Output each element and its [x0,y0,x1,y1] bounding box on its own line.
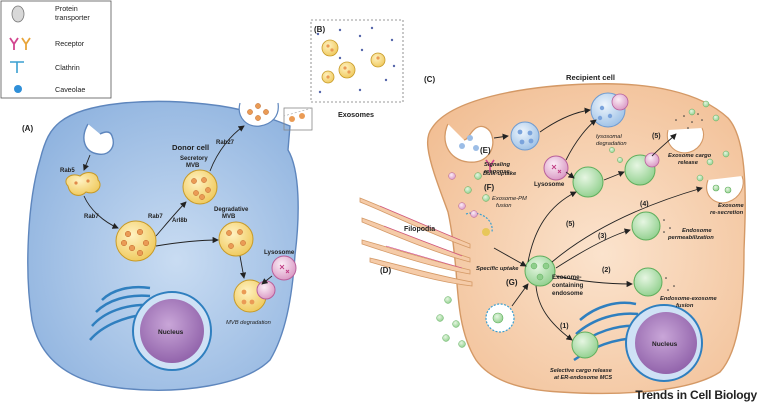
recipient-arrows [493,107,703,341]
donor-mvb [115,220,157,262]
panel-a-label: (A) [22,124,33,133]
donor-lysosome [271,255,297,281]
panel-b-label: (B) [314,25,325,34]
signaling-receptor [485,159,495,172]
recipient-permeabilized-endosome [631,211,661,241]
filopodia-label: Filopodia [404,226,435,233]
donor-nucleus-label: Nucleus [158,329,184,336]
legend-protein-transporter-line2: transporter [55,13,90,22]
recipient-cell: Recipient cell (C) Bulk-uptake lysosomal… [359,73,746,395]
donor-secretory-mvb [182,169,218,205]
panel-g-label: (G) [506,278,518,287]
recipient-green-endosome-a [572,166,604,198]
filopodia [359,197,473,287]
panel-d-label: (D) [380,266,391,275]
donor-early-endosome [65,172,101,196]
exosomes-panel: (B) Exosomes [283,19,404,119]
arl8b-label: Arl8b [172,218,188,224]
clathrin-icon [10,61,24,73]
donor-cell: (A) Donor cell Rab5 Rab7 Rab7 Rab27 Arl8… [22,100,313,391]
legend-receptor: Receptor [55,39,85,48]
panel-f-label: (F) [484,183,495,192]
exosome-zoom-box [283,107,313,131]
legend-caveolae: Caveolae [55,85,85,94]
recipient-nucleus-label: Nucleus [652,341,678,348]
route-5-label-lower: (5) [566,221,575,228]
recipient-green-endosome-c [571,331,599,359]
donor-secretion-pocket [238,102,279,127]
donor-degradative-mvb [218,221,254,257]
rab7-label-mid: Rab7 [148,214,163,220]
rab7-label-left: Rab7 [84,214,99,220]
route-1-label: (1) [560,323,569,330]
recipient-cell-title: Recipient cell [566,73,615,82]
rab5-label: Rab5 [60,168,75,174]
recipient-bulk-uptake-pit [444,123,494,163]
legend-protein-transporter-line1: Protein [55,4,78,13]
donor-arrows [83,125,273,285]
exosome-pm-fusion-site [465,212,493,233]
rab27-label: Rab27 [216,140,235,146]
recipient-lysosome-label: Lysosome [534,181,565,188]
donor-cell-title: Donor cell [172,143,209,152]
mvb-degradation-label: MVB degradation [226,320,271,326]
exosomes-label: Exosomes [338,110,374,119]
donor-lysosome-label: Lysosome [264,249,295,256]
recipient-fused-endosome [633,267,663,297]
recipient-nucleus [635,312,697,374]
donor-nucleus [140,299,204,363]
route-5-label-upper: (5) [652,133,661,140]
specific-uptake-label: Specific uptake [476,266,519,272]
protein-transporter-icon [11,5,25,23]
caveolae-icon [14,85,22,93]
panel-e-label: (E) [480,146,491,155]
route-4-label: (4) [640,201,649,208]
bulk-uptake-label: Bulk-uptake [483,171,517,177]
recipient-lysosome [543,155,569,181]
donor-endocytic-pit [83,123,114,155]
panel-c-label: (C) [424,75,435,84]
donor-cell-membrane [27,100,299,391]
legend-clathrin: Clathrin [55,63,80,72]
recipient-blue-vesicle-1 [510,121,540,151]
route-2-label: (2) [602,267,611,274]
journal-name: Trends in Cell Biology [635,388,757,402]
receptor-icon [9,37,31,50]
exosome-containing-endosome [524,255,556,287]
route-3-label: (3) [598,233,607,240]
